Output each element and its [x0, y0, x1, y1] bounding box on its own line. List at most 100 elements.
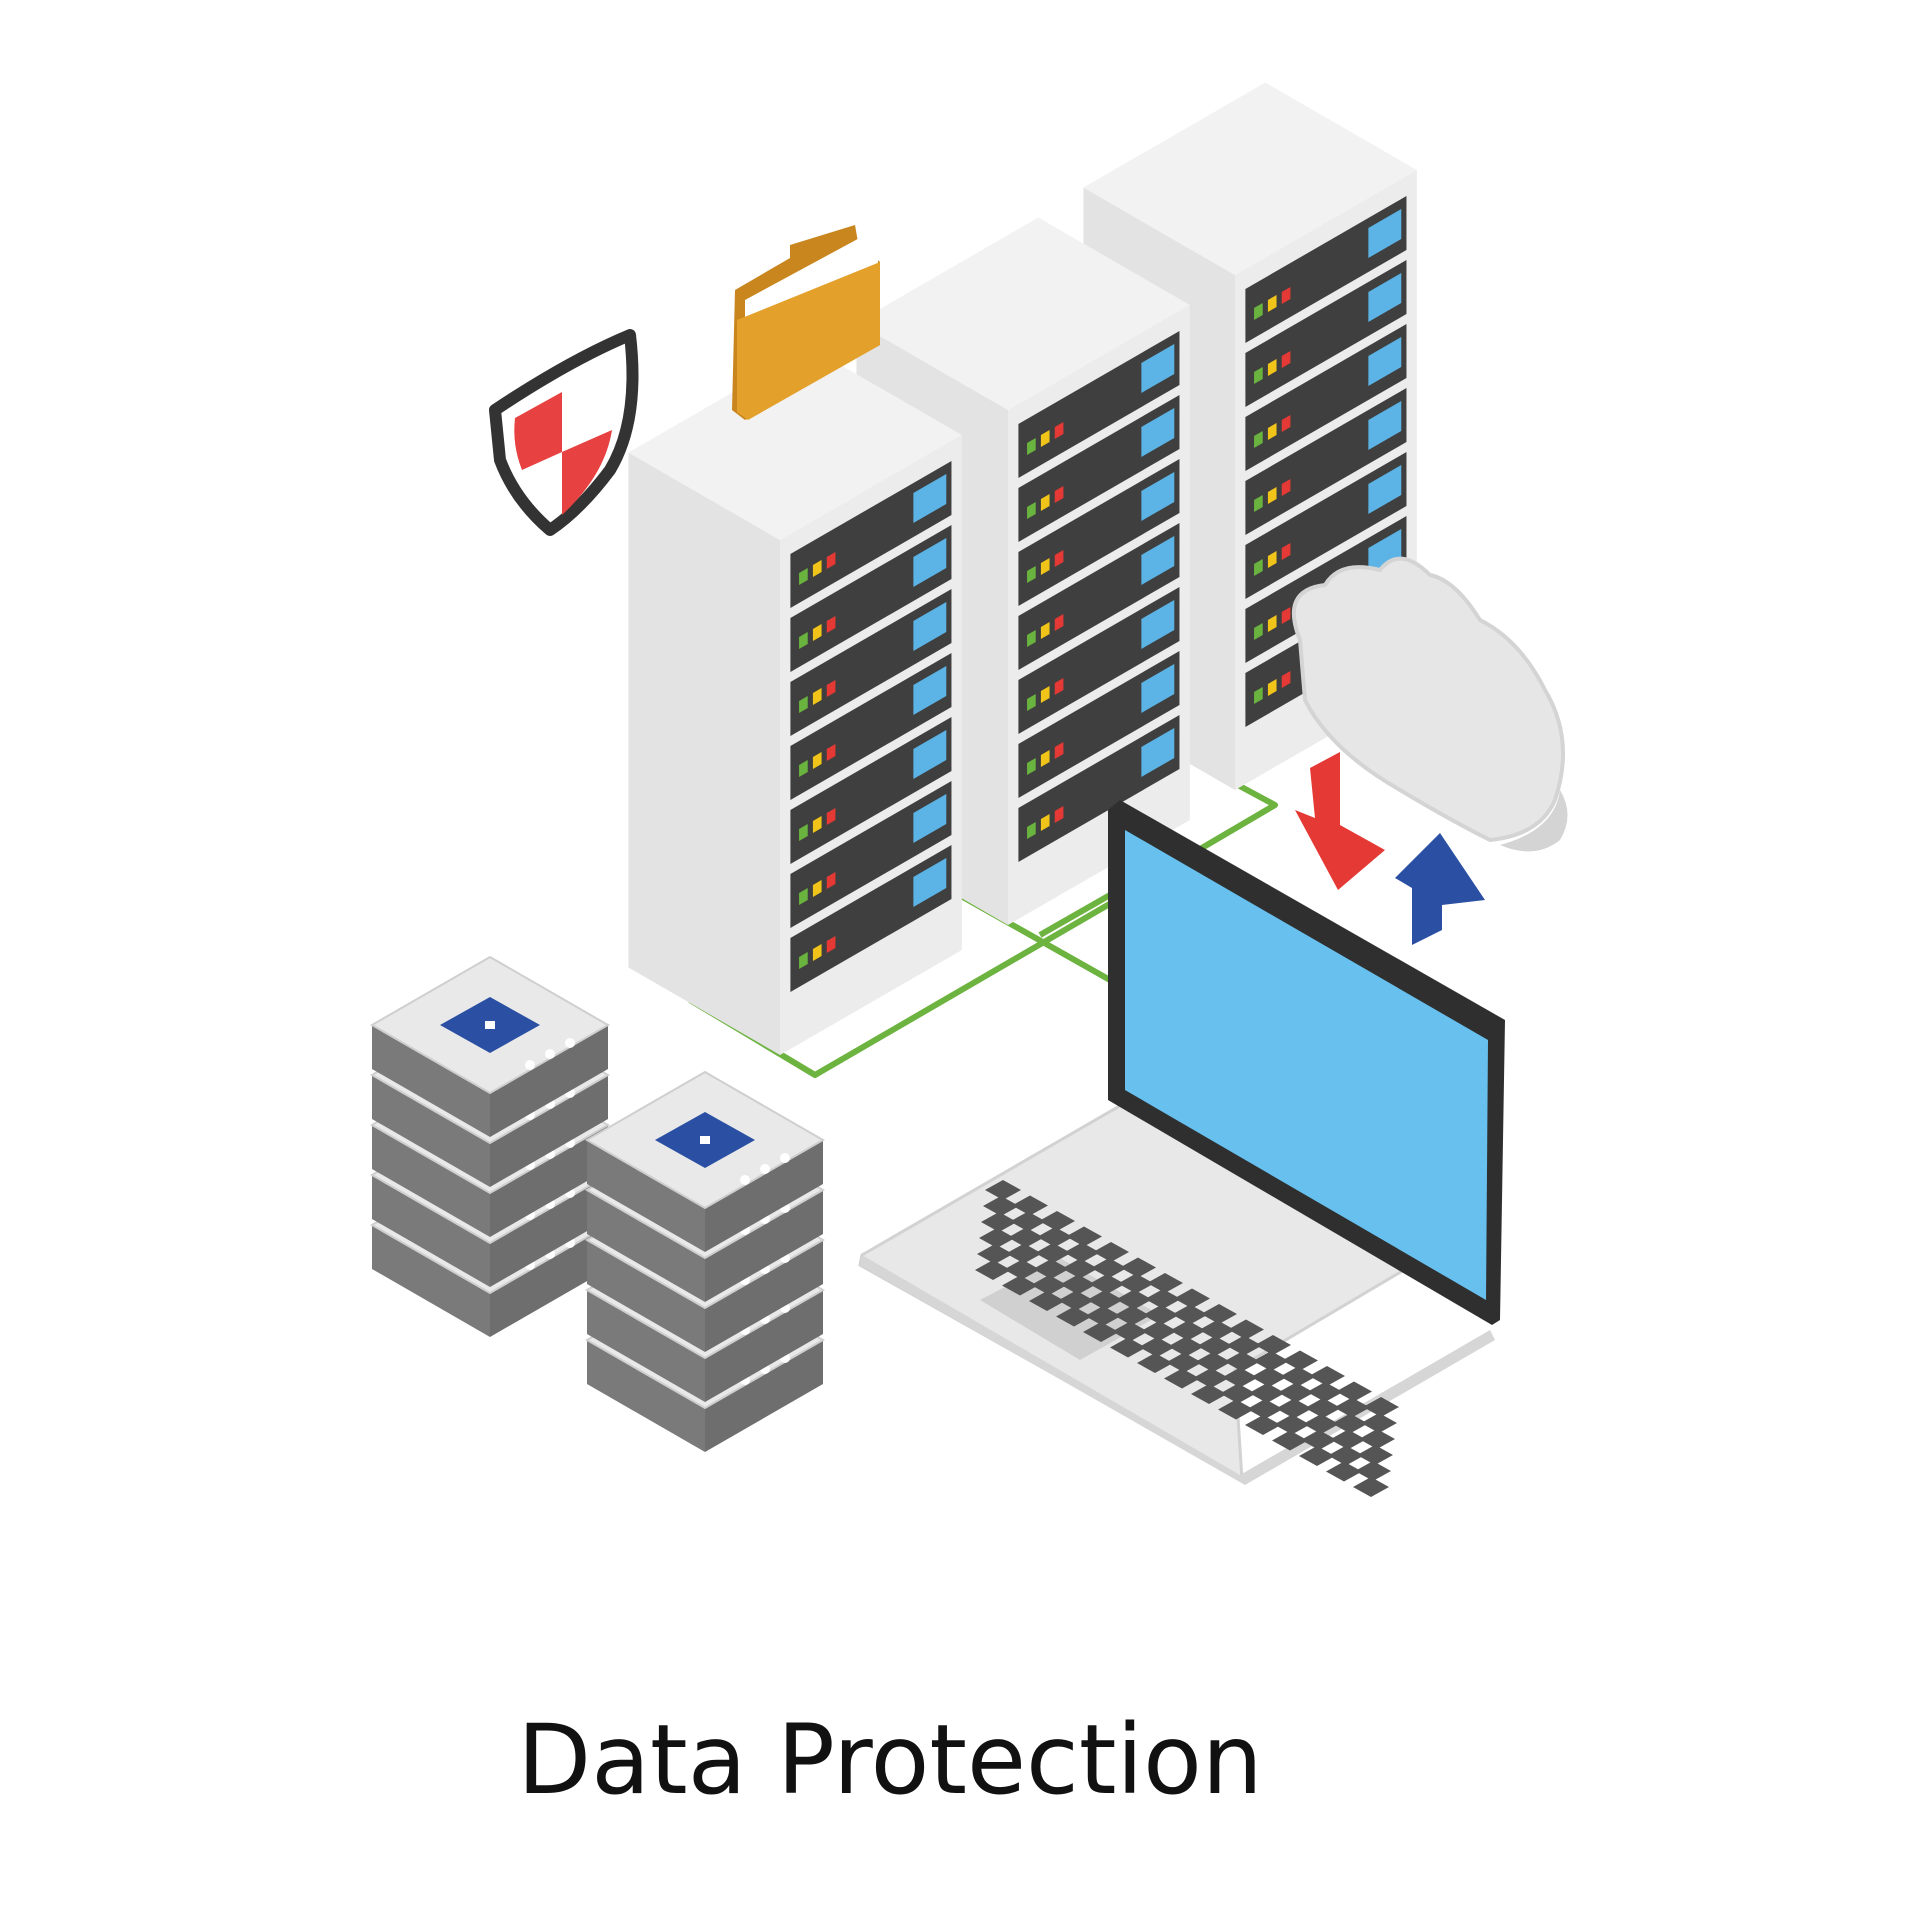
unit-screen — [913, 858, 947, 907]
storage-side — [587, 1190, 705, 1302]
laptop-key — [1112, 1321, 1148, 1342]
status-led — [1267, 679, 1277, 696]
laptop-key — [1174, 1288, 1210, 1309]
laptop-key — [985, 1180, 1021, 1200]
storage-servers — [369, 955, 826, 1452]
status-led — [812, 688, 822, 705]
laptop-key — [1006, 1243, 1042, 1264]
laptop-key — [1010, 1211, 1046, 1232]
laptop-key — [1197, 1336, 1233, 1356]
status-led — [1254, 495, 1263, 512]
sync-arrows — [1295, 752, 1485, 945]
laptop-key — [1039, 1211, 1075, 1231]
storage-front — [490, 1075, 608, 1187]
laptop-key — [1004, 1259, 1040, 1280]
storage-chip-core — [700, 1136, 710, 1144]
status-led — [1027, 694, 1036, 711]
server-unit — [1018, 395, 1180, 542]
server-unit — [1018, 523, 1180, 670]
server-unit — [790, 717, 952, 864]
status-led — [812, 880, 822, 897]
unit-screen — [1141, 536, 1175, 585]
folder-front — [737, 262, 880, 420]
laptop-key — [1245, 1415, 1281, 1435]
status-led — [812, 624, 822, 641]
cloud-shape — [1291, 556, 1565, 843]
status-led — [1281, 607, 1291, 624]
laptop-key — [1172, 1304, 1208, 1325]
rack-top — [1083, 82, 1417, 275]
cloud-shadow — [1500, 790, 1568, 852]
status-led — [826, 936, 836, 953]
storage-chip-core — [485, 1021, 495, 1029]
laptop-key — [1058, 1290, 1094, 1311]
unit-screen — [1368, 273, 1402, 322]
laptop-key — [1274, 1414, 1310, 1435]
status-led — [799, 888, 808, 905]
shield-body — [489, 329, 639, 536]
laptop-key — [981, 1212, 1017, 1232]
status-led — [1040, 814, 1050, 831]
laptop-key — [1056, 1306, 1092, 1327]
storage-front — [490, 1225, 608, 1337]
laptop-key — [1139, 1337, 1175, 1357]
status-led — [812, 816, 822, 833]
status-led — [1054, 486, 1064, 503]
status-led — [1054, 742, 1064, 759]
status-led — [799, 696, 808, 713]
cloud-icon — [1291, 556, 1568, 852]
cable-line — [1038, 892, 1112, 938]
rack-top — [628, 347, 962, 540]
laptop-key — [1301, 1430, 1337, 1450]
server-unit — [1018, 459, 1180, 606]
arrow-down-shape — [1295, 752, 1385, 890]
laptop-key — [1033, 1259, 1069, 1279]
server-unit — [1018, 587, 1180, 734]
unit-screen — [913, 474, 947, 523]
status-led — [1027, 566, 1036, 583]
laptop-key — [1170, 1320, 1206, 1341]
status-led — [1267, 423, 1277, 440]
laptop-key — [1120, 1257, 1156, 1278]
laptop-key — [1193, 1368, 1229, 1388]
status-led — [826, 744, 836, 761]
unit-screen — [1368, 529, 1402, 578]
storage-front — [705, 1340, 823, 1452]
unit-screen — [1141, 664, 1175, 713]
storage-port — [545, 1049, 555, 1059]
storage-side — [587, 1290, 705, 1402]
server-unit — [1245, 260, 1407, 407]
status-led — [1040, 430, 1050, 447]
status-led — [1040, 494, 1050, 511]
storage-side — [587, 1140, 705, 1252]
laptop-key — [1110, 1337, 1146, 1358]
unit-screen — [1141, 472, 1175, 521]
laptop-key — [977, 1244, 1013, 1264]
status-led — [1267, 295, 1277, 312]
laptop-key — [1276, 1398, 1312, 1419]
laptop-key — [1201, 1304, 1237, 1324]
storage-front — [705, 1140, 823, 1252]
server-unit — [790, 781, 952, 928]
status-led — [1281, 287, 1291, 304]
server-unit — [790, 525, 952, 672]
arrow-up-icon — [1395, 833, 1485, 945]
storage-front — [490, 1025, 608, 1137]
unit-screen — [913, 666, 947, 715]
laptop-key — [1012, 1195, 1048, 1216]
laptop-key — [1359, 1429, 1395, 1449]
shield-quadrant — [562, 430, 612, 515]
server-unit — [790, 589, 952, 736]
rack-side — [628, 452, 780, 1055]
storage-port — [525, 1060, 535, 1070]
laptop-key — [1334, 1397, 1370, 1418]
server-unit — [1018, 651, 1180, 798]
storage-server-icon — [369, 955, 611, 1337]
status-led — [1267, 487, 1277, 504]
storage-front — [705, 1240, 823, 1352]
storage-side — [372, 1025, 490, 1137]
storage-port — [780, 1153, 790, 1163]
laptop-key — [1326, 1461, 1362, 1482]
laptop-key — [1064, 1242, 1100, 1263]
laptop-key — [1087, 1290, 1123, 1310]
